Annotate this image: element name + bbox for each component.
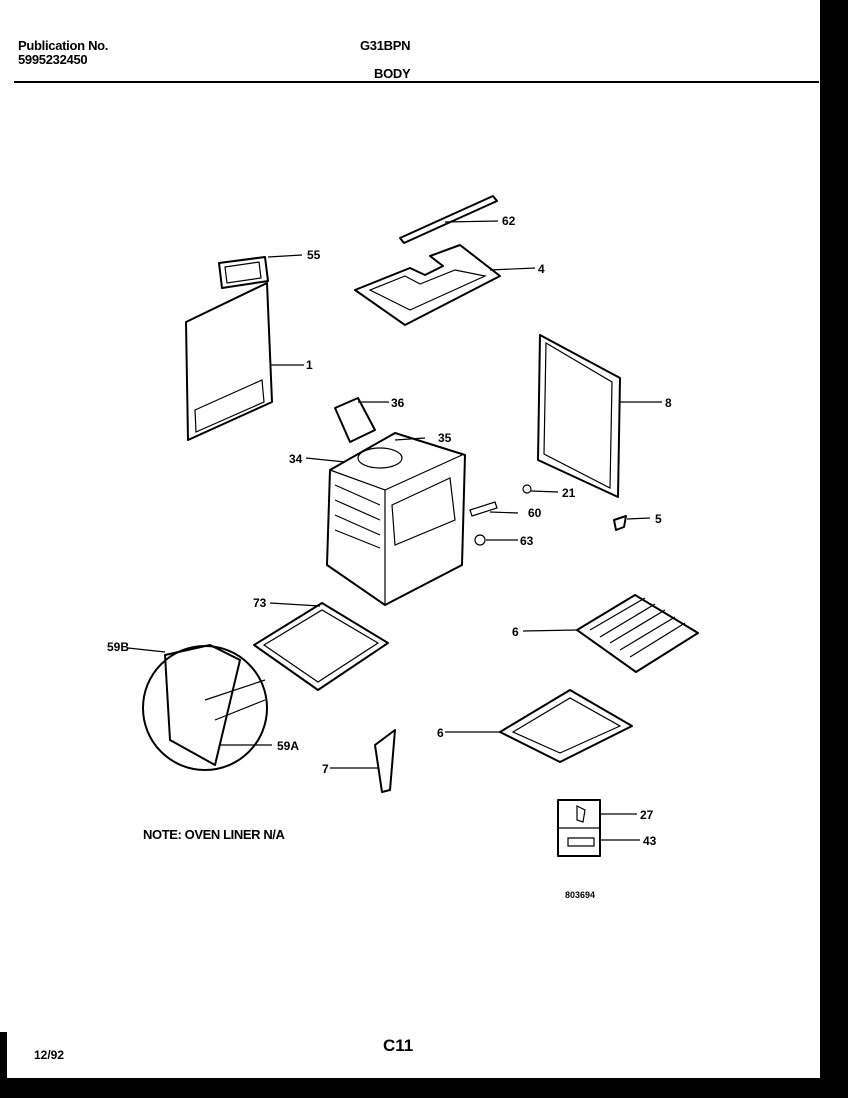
- callout-34: 34: [289, 452, 303, 466]
- part-62-rod: [399, 195, 499, 244]
- callout-62: 62: [502, 214, 516, 228]
- model-number: G31BPN: [360, 38, 411, 53]
- part-73-bottom-panel: [253, 602, 389, 691]
- hardware-box: [557, 799, 640, 857]
- parts-diagram-sheet: Publication No. 5995232450 G31BPN BODY: [0, 0, 820, 1078]
- publication-label: Publication No.: [18, 38, 109, 53]
- callout-6-pan: 6: [437, 726, 444, 740]
- callout-60: 60: [528, 506, 542, 520]
- callout-43: 43: [643, 834, 657, 848]
- part-4-top-plate: [354, 244, 536, 326]
- insulation-detail: [127, 644, 272, 771]
- callout-1: 1: [306, 358, 313, 372]
- part-6-oven-rack: [522, 594, 699, 673]
- callout-5: 5: [655, 512, 662, 526]
- callout-4: 4: [538, 262, 545, 276]
- part-8-back-panel: [537, 334, 662, 498]
- scan-edge-mark: [0, 1032, 7, 1078]
- part-7-clip: [330, 729, 396, 793]
- callout-35: 35: [438, 431, 452, 445]
- part-21-clip: [522, 484, 559, 494]
- callout-55: 55: [307, 248, 321, 262]
- part-63-ring: [474, 534, 518, 546]
- header-rule: [14, 81, 819, 83]
- callout-7: 7: [322, 762, 329, 776]
- part-1-side-panel: [185, 282, 304, 441]
- callout-36: 36: [391, 396, 405, 410]
- page-code: C11: [383, 1036, 414, 1055]
- section-title: BODY: [374, 66, 411, 81]
- callout-59b: 59B: [107, 640, 129, 654]
- callout-6-rack: 6: [512, 625, 519, 639]
- note-text: NOTE: OVEN LINER N/A: [143, 827, 285, 842]
- callout-63: 63: [520, 534, 534, 548]
- part-36-vent: [334, 397, 389, 443]
- callout-73: 73: [253, 596, 267, 610]
- part-5-foot: [613, 515, 651, 531]
- callout-8: 8: [665, 396, 672, 410]
- main-body-frame: [305, 432, 466, 606]
- drawing-code: 803694: [565, 890, 596, 900]
- publication-number: 5995232450: [18, 52, 88, 67]
- part-55-bracket: [218, 254, 303, 289]
- part-60-strip: [469, 501, 519, 517]
- exploded-view-drawing: 62 55 4 1 8 36 35 34 21 60 5 63 73 59B 6…: [107, 195, 699, 857]
- callout-27: 27: [640, 808, 654, 822]
- part-6-broiler-pan: [445, 689, 633, 763]
- callout-21: 21: [562, 486, 576, 500]
- callout-59a: 59A: [277, 739, 299, 753]
- revision-date: 12/92: [34, 1048, 65, 1062]
